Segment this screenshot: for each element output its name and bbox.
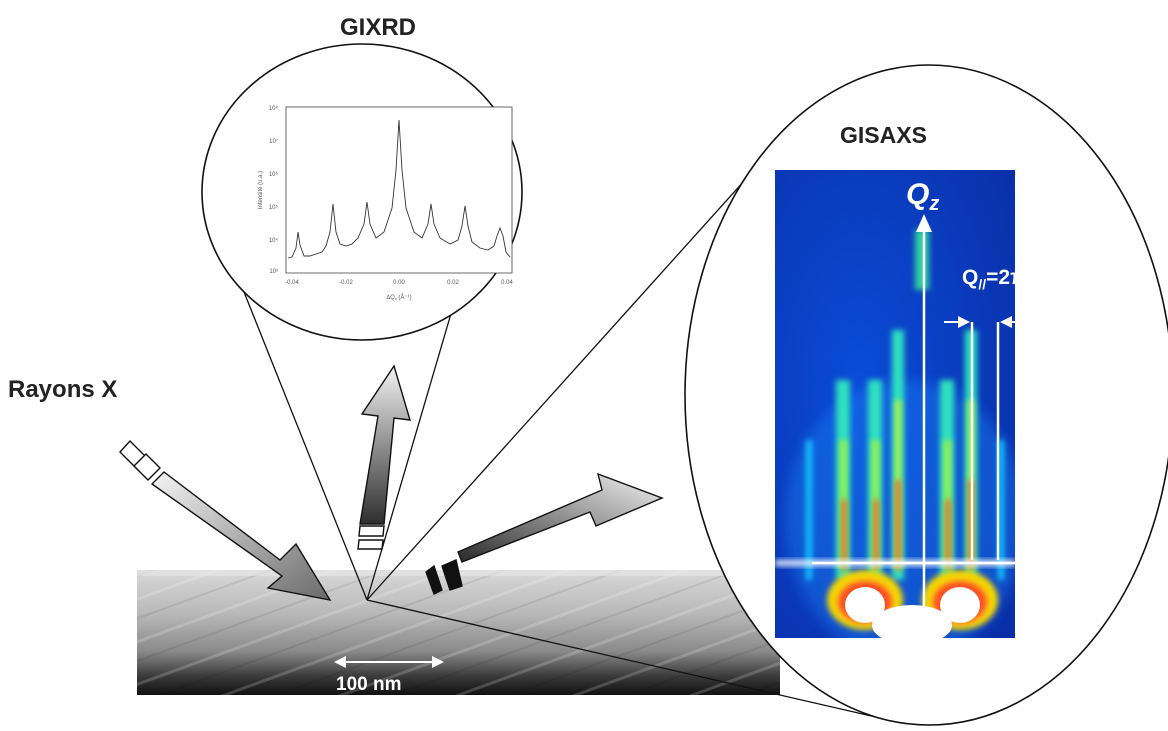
formula-sub: // (978, 276, 987, 292)
gixrd-xtick: 0.02 (447, 280, 459, 286)
xray-incident-arrow (119, 439, 332, 601)
right-bracket-arrow (1000, 316, 1012, 328)
gisaxs-axes (812, 214, 1092, 640)
formula-q: Q (962, 266, 979, 289)
qpar-axis-label: Q// (1030, 508, 1065, 545)
scattered-arrow (425, 472, 664, 595)
gixrd-plot: 10⁸ 10⁷ 10⁶ 10⁵ 10⁴ 10³ -0.04 -0.02 0.00… (258, 105, 513, 301)
qpar-arrow-head (1074, 555, 1092, 571)
gixrd-xtick: 0.00 (393, 280, 405, 286)
formula-rhs: =2π/Λ (986, 266, 1046, 289)
qz-symbol: Q (906, 178, 930, 211)
gisaxs-title: GISAXS (840, 122, 927, 148)
gixrd-ytick: 10⁴ (269, 237, 279, 244)
reflected-up-arrow (357, 364, 411, 550)
spacing-formula: Q//=2π/Λ (962, 266, 1046, 292)
gixrd-xlabel: ∆Qx (Å⁻¹) (386, 294, 411, 301)
sem-image (137, 570, 780, 695)
qz-subscript: z (929, 193, 940, 215)
gixrd-ylabel: Intensité (u.a.) (258, 171, 264, 209)
scale-bar-label: 100 nm (336, 674, 402, 695)
xray-label: Rayons X (8, 376, 118, 403)
gixrd-cone (243, 291, 456, 601)
gisaxs-cone (366, 149, 881, 719)
qz-arrow-head (916, 214, 932, 232)
gixrd-curve (287, 119, 511, 259)
gixrd-title: GIXRD (340, 14, 417, 41)
gixrd-xtick: 0.04 (501, 280, 513, 286)
scale-bar (334, 656, 444, 668)
gixrd-xtick: -0.02 (339, 280, 353, 286)
gixrd-xtick: -0.04 (285, 280, 299, 286)
qz-axis-label: Qz (906, 178, 940, 215)
gixrd-ytick: 10³ (269, 269, 278, 275)
qpar-subscript: // (1053, 523, 1065, 545)
gixrd-ytick: 10⁸ (269, 105, 279, 112)
left-bracket-arrow (958, 316, 970, 328)
qpar-symbol: Q (1030, 508, 1054, 541)
gixrd-ytick: 10⁷ (269, 138, 278, 145)
gisaxs-image (775, 170, 1015, 638)
gixrd-ytick: 10⁵ (269, 204, 279, 211)
gixrd-ytick: 10⁶ (269, 171, 279, 178)
